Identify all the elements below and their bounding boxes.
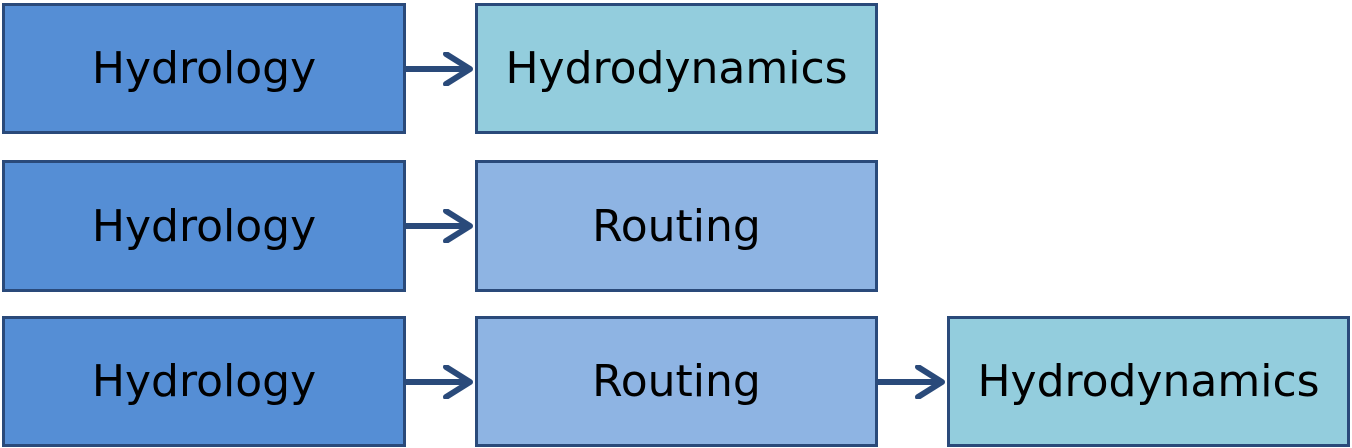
row1-arrow-1-icon bbox=[406, 52, 473, 86]
row3-hydrodynamics-label: Hydrodynamics bbox=[977, 356, 1320, 407]
row1-hydrodynamics-box: Hydrodynamics bbox=[475, 3, 878, 134]
row3-routing-label: Routing bbox=[592, 356, 761, 407]
row3-hydrodynamics-box: Hydrodynamics bbox=[947, 316, 1350, 447]
row1-hydrology-label: Hydrology bbox=[91, 43, 317, 94]
row3-arrow-1-icon bbox=[406, 365, 473, 399]
row1-hydrodynamics-label: Hydrodynamics bbox=[505, 43, 848, 94]
row3-routing-box: Routing bbox=[475, 316, 878, 447]
row3-hydrology-label: Hydrology bbox=[91, 356, 317, 407]
row3-arrow-2-icon bbox=[878, 365, 945, 399]
row2-routing-label: Routing bbox=[592, 200, 761, 252]
row2-arrow-1-icon bbox=[406, 209, 473, 243]
row1-hydrology-box: Hydrology bbox=[2, 3, 406, 134]
row2-hydrology-label: Hydrology bbox=[91, 200, 317, 252]
row2-hydrology-box: Hydrology bbox=[2, 160, 406, 292]
row2-routing-box: Routing bbox=[475, 160, 878, 292]
row3-hydrology-box: Hydrology bbox=[2, 316, 406, 447]
